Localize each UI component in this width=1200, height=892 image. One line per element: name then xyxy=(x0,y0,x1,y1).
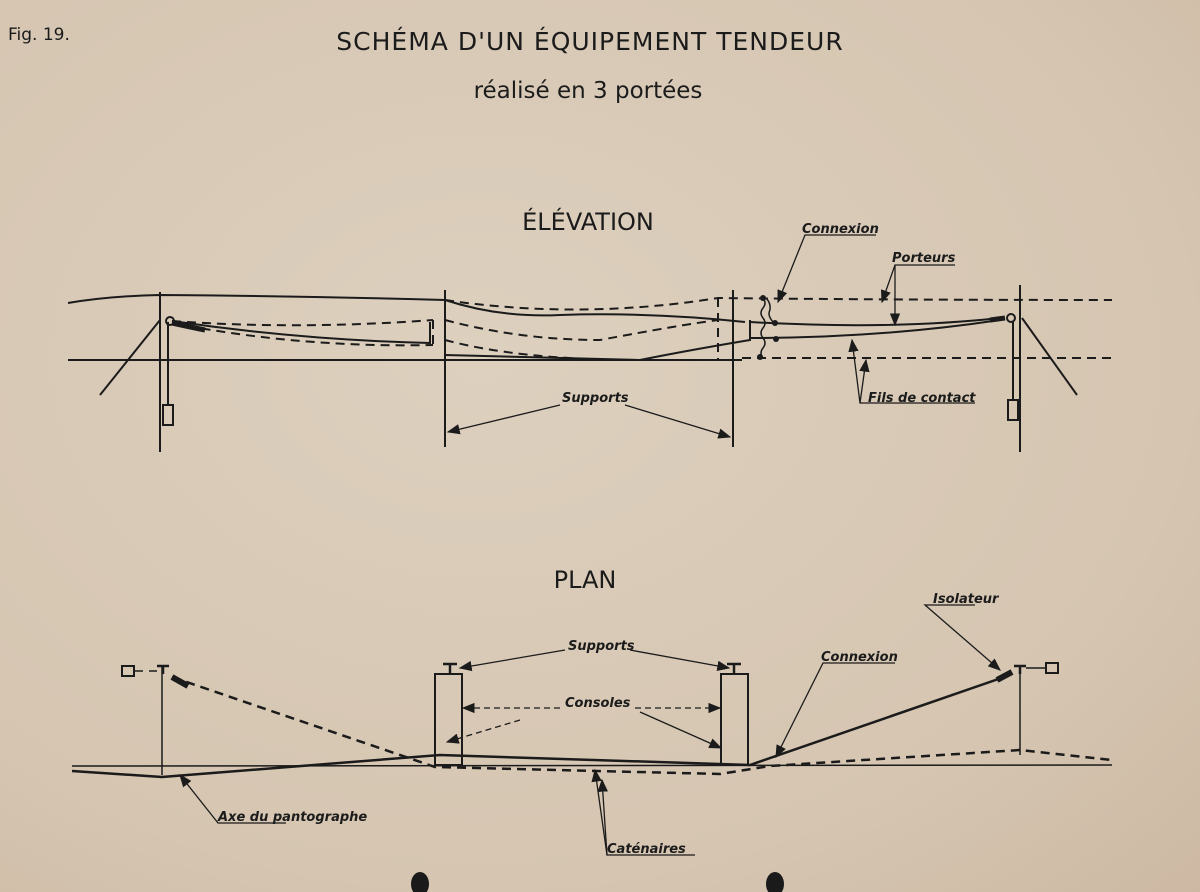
contact-wire-dashed xyxy=(444,339,641,361)
label-supports-plan: Supports xyxy=(568,639,635,654)
plan-heading: PLAN xyxy=(554,566,617,594)
clamp-dot xyxy=(773,336,779,342)
page-title: SCHÉMA D'UN ÉQUIPEMENT TENDEUR xyxy=(336,27,843,56)
label-axe-du-pantographe: Axe du pantographe xyxy=(217,810,367,825)
elevation-heading: ÉLÉVATION xyxy=(522,207,654,236)
contact-wire-dashed xyxy=(444,319,719,342)
contact-wire xyxy=(444,320,751,362)
pantograph-axis xyxy=(71,764,1113,767)
label-catenaires: Caténaires xyxy=(607,842,686,857)
leader-arrow xyxy=(923,604,1001,671)
label-consoles: Consoles xyxy=(565,696,631,711)
stay-wire xyxy=(99,319,161,396)
contact-wire-dashed xyxy=(171,322,434,347)
plan-drawing xyxy=(71,604,1113,856)
console-support xyxy=(720,673,749,766)
contact-wire xyxy=(749,319,1001,339)
leader-arrow xyxy=(445,719,521,744)
insulator xyxy=(170,669,1014,689)
leader-arrow xyxy=(629,649,731,672)
leader-arrow xyxy=(777,234,876,304)
leader-arrow xyxy=(880,264,955,304)
figure-number: Fig. 19. xyxy=(8,25,70,45)
leader-arrow xyxy=(446,404,561,435)
label-supports: Supports xyxy=(562,391,629,406)
clamp-dot xyxy=(757,354,763,360)
leader-arrow xyxy=(639,711,723,749)
messenger-wire xyxy=(67,293,746,323)
leader-arrow xyxy=(179,773,286,824)
messenger-wire xyxy=(749,317,1001,327)
page-subtitle: réalisé en 3 portées xyxy=(474,78,703,104)
catenary-solid xyxy=(71,673,1011,779)
connexion-wire xyxy=(760,297,766,359)
stay-wire xyxy=(1021,317,1078,396)
tension-weight xyxy=(1007,399,1019,421)
label-fils-de-contact: Fils de contact xyxy=(868,391,976,406)
insulator xyxy=(989,315,1006,323)
weight-box xyxy=(121,665,135,677)
messenger-wire-dashed xyxy=(171,319,434,327)
leader-arrow xyxy=(458,649,566,672)
clamp-dot xyxy=(760,295,766,301)
leader-arrow xyxy=(597,778,608,856)
tension-weight xyxy=(162,404,174,426)
punch-hole xyxy=(766,872,784,892)
elevation-drawing xyxy=(67,234,1113,452)
catenary-dashed xyxy=(171,675,1113,776)
messenger-wire-dashed xyxy=(444,296,1113,311)
clamp-dot xyxy=(772,320,778,326)
leader-arrow xyxy=(775,662,895,759)
support-head xyxy=(157,662,1026,674)
pulley xyxy=(1006,313,1016,323)
leader-arrow xyxy=(624,404,732,439)
label-connexion: Connexion xyxy=(802,222,879,237)
leader-arrow xyxy=(859,358,870,404)
console-support xyxy=(434,673,463,766)
contact-wire xyxy=(171,320,431,345)
punch-hole xyxy=(411,872,429,892)
label-porteurs: Porteurs xyxy=(892,251,956,266)
connexion-wire xyxy=(765,297,774,323)
weight-box xyxy=(1045,662,1059,674)
label-isolateur: Isolateur xyxy=(933,592,1000,607)
label-connexion-plan: Connexion xyxy=(821,650,898,665)
